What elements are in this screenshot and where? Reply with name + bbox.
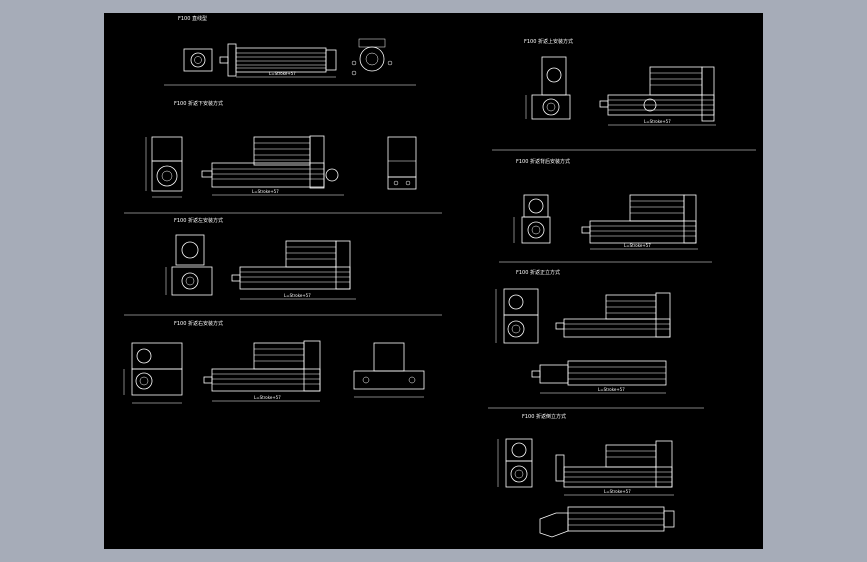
actuator-top-view <box>531 360 667 394</box>
motor-end-view <box>525 56 571 120</box>
view-title: F100 折返左安装方式 <box>174 217 223 224</box>
cad-drawing-sheet: F100 直线型 L=Stroke+57 F100 折返下安装方式 <box>104 13 763 549</box>
length-dimension-label: L=Stroke+57 <box>624 243 651 248</box>
actuator-bottom-view <box>539 506 675 538</box>
view-title: F100 折返正立方式 <box>516 269 560 276</box>
motor-end-view <box>165 234 213 296</box>
length-dimension-label: L=Stroke+57 <box>604 489 631 494</box>
motor-end-view <box>513 194 551 244</box>
length-dimension-label: L=Stroke+57 <box>644 119 671 124</box>
motor-end-view <box>497 438 533 488</box>
bracket-end-view <box>387 136 417 190</box>
view-title: F100 折返倒立方式 <box>522 413 566 420</box>
motor-end-view <box>123 342 183 404</box>
view-title: F100 折返下安装方式 <box>174 100 223 107</box>
actuator-side-view <box>581 194 698 250</box>
flange-end-view <box>351 38 393 76</box>
cad-drawing: F100 直线型 L=Stroke+57 F100 折返下安装方式 <box>123 15 756 538</box>
actuator-side-view <box>555 292 671 338</box>
actuator-side-view <box>231 240 356 300</box>
length-dimension-label: L=Stroke+57 <box>598 387 625 392</box>
view-title: F100 折返背后安装方式 <box>516 158 570 165</box>
length-dimension-label: L=Stroke+57 <box>269 71 296 76</box>
motor-end-view <box>145 136 183 198</box>
view-title: F100 折返上安装方式 <box>524 38 573 45</box>
view-title: F100 折返右安装方式 <box>174 320 223 327</box>
motor-end-view <box>495 288 539 344</box>
view-title: F100 直线型 <box>178 15 207 22</box>
length-dimension-label: L=Stroke+57 <box>252 189 279 194</box>
actuator-side-view <box>599 66 716 126</box>
actuator-side-view <box>203 340 321 402</box>
actuator-side-view <box>219 43 337 78</box>
bracket-end-view <box>353 342 425 398</box>
length-dimension-label: L=Stroke+57 <box>254 395 281 400</box>
length-dimension-label: L=Stroke+57 <box>284 293 311 298</box>
actuator-side-view <box>201 135 344 196</box>
motor-end-view <box>183 48 213 72</box>
actuator-side-view <box>555 440 674 496</box>
